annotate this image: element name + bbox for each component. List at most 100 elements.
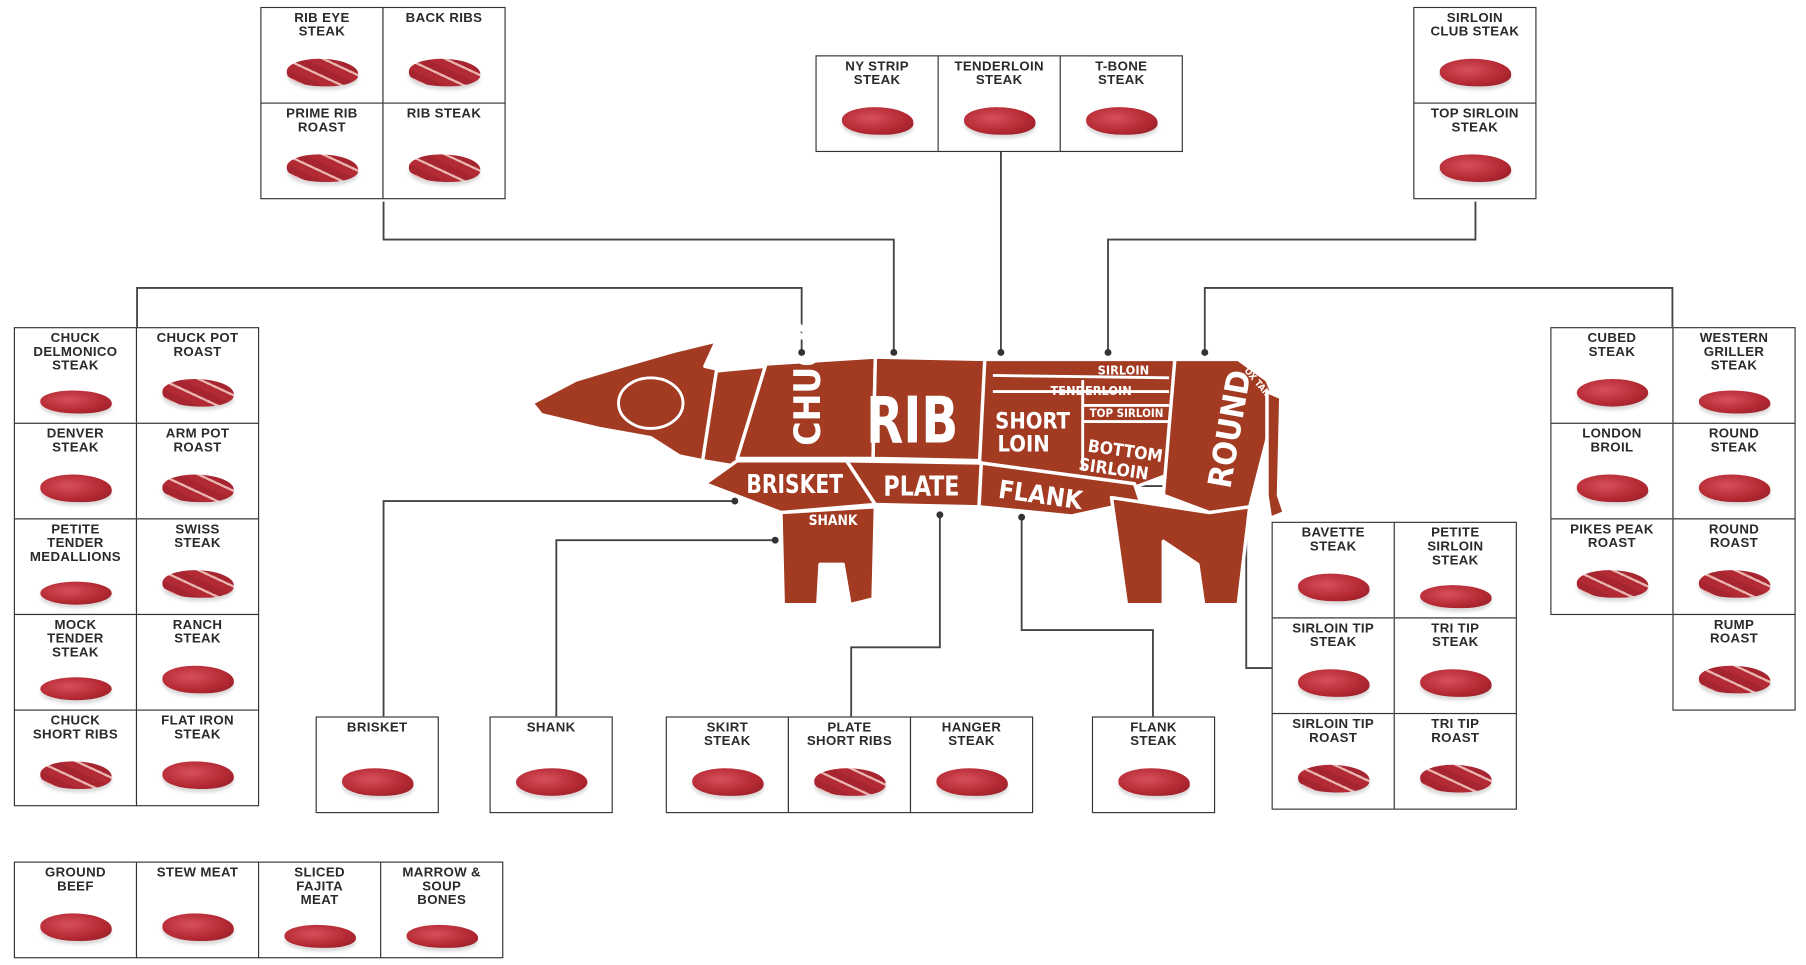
cut-card[interactable]: CUBED STEAK <box>1550 327 1674 424</box>
meat-image <box>284 924 356 948</box>
meat-image <box>692 768 764 796</box>
cut-card[interactable]: BAVETTE STEAK <box>1271 521 1395 619</box>
cow-flank <box>977 461 1143 518</box>
cut-card[interactable]: PETITE TENDER MEDALLIONS <box>13 518 138 616</box>
meat-image <box>162 474 234 503</box>
cut-card[interactable]: MOCK TENDER STEAK <box>13 613 138 711</box>
meat-image <box>40 761 112 789</box>
meat-image <box>1298 669 1370 697</box>
cut-label: ARM POT ROAST <box>165 427 230 455</box>
connector-plate <box>850 514 941 717</box>
cut-card[interactable]: TENDERLOIN STEAK <box>937 55 1061 153</box>
cut-card[interactable]: RIB EYE STEAK <box>260 6 384 104</box>
cut-card[interactable]: STEW MEAT <box>135 861 260 959</box>
cut-card[interactable]: NY STRIP STEAK <box>815 55 939 153</box>
cut-label: STEW MEAT <box>156 866 239 880</box>
cut-card[interactable]: RANCH STEAK <box>135 613 260 711</box>
cut-card[interactable]: RIB STEAK <box>382 102 506 200</box>
meat-image <box>1086 107 1158 135</box>
cut-card[interactable]: SLICED FAJITA MEAT <box>258 861 382 959</box>
cut-label: RUMP ROAST <box>1709 618 1759 647</box>
cut-label: MARROW & SOUP BONES <box>402 866 481 908</box>
cut-card[interactable]: TRI TIP ROAST <box>1393 712 1517 810</box>
cow-label-short-loin: SHORT <box>995 409 1071 434</box>
cut-label: DENVER STEAK <box>46 427 105 455</box>
cut-label: WESTERN GRILLER STEAK <box>1699 331 1769 374</box>
meat-image <box>40 474 112 503</box>
cut-card[interactable]: SIRLOIN TIP STEAK <box>1271 617 1395 715</box>
cut-card[interactable]: BACK RIBS <box>382 6 506 104</box>
meat-image <box>516 768 588 796</box>
cut-card[interactable]: MARROW & SOUP BONES <box>380 861 504 959</box>
cut-card[interactable]: T-BONE STEAK <box>1059 55 1183 153</box>
cut-card[interactable]: LONDON BROIL <box>1550 422 1674 520</box>
cut-card[interactable]: TOP SIRLOIN STEAK <box>1413 102 1537 200</box>
cow-front-legs <box>779 505 878 607</box>
cut-card[interactable]: SIRLOIN TIP ROAST <box>1271 712 1395 810</box>
cut-card[interactable]: DENVER STEAK <box>13 422 138 520</box>
cow-round <box>1161 357 1278 515</box>
meat-image <box>1420 669 1492 697</box>
meat-image <box>1298 764 1370 793</box>
connector-flank <box>1020 517 1154 717</box>
cow-label-sirloin: SIRLOIN <box>1098 362 1149 377</box>
meat-image <box>1576 570 1649 598</box>
cut-card[interactable]: WESTERN GRILLER STEAK <box>1672 327 1796 424</box>
cut-label: ROUND ROAST <box>1708 522 1760 551</box>
cut-card[interactable]: SKIRT STEAK <box>665 716 789 814</box>
cut-card[interactable]: ROUND STEAK <box>1672 422 1796 520</box>
cut-card[interactable]: FLAT IRON STEAK <box>135 709 260 807</box>
cow-label-plate: PLATE <box>883 469 959 502</box>
meat-image <box>1698 665 1771 694</box>
cut-label: PRIME RIB ROAST <box>286 107 358 135</box>
cut-card[interactable]: SHANK <box>489 716 613 814</box>
cut-label: CHUCK DELMONICO STEAK <box>33 331 118 374</box>
cut-card[interactable]: CHUCK DELMONICO STEAK <box>13 327 138 424</box>
meat-image <box>162 570 234 598</box>
cut-label: SIRLOIN TIP STEAK <box>1292 621 1375 650</box>
meat-image <box>814 768 886 796</box>
cut-card[interactable]: CHUCK SHORT RIBS <box>13 709 138 807</box>
cut-label: CUBED STEAK <box>1587 331 1637 360</box>
meat-image <box>40 913 112 942</box>
cut-card[interactable]: SIRLOIN CLUB STEAK <box>1413 6 1537 104</box>
meat-image <box>1439 58 1512 87</box>
meat-image <box>162 761 234 789</box>
meat-image <box>964 107 1036 135</box>
cut-card[interactable]: CHUCK POT ROAST <box>135 327 260 424</box>
cut-label: PETITE SIRLOIN STEAK <box>1427 526 1484 568</box>
cut-label: RANCH STEAK <box>172 618 223 647</box>
meat-image <box>1576 378 1649 407</box>
meat-image <box>1698 570 1771 598</box>
cut-card[interactable]: PIKES PEAK ROAST <box>1550 518 1674 616</box>
cut-card[interactable]: GROUND BEEF <box>13 861 138 959</box>
cut-label: T-BONE STEAK <box>1095 59 1148 88</box>
cut-card[interactable]: PETITE SIRLOIN STEAK <box>1393 521 1517 619</box>
meat-image <box>406 924 478 948</box>
cut-label: SKIRT STEAK <box>704 721 751 749</box>
cut-card[interactable]: PLATE SHORT RIBS <box>787 716 912 814</box>
cut-card[interactable]: ROUND ROAST <box>1672 518 1796 616</box>
cut-label: TRI TIP STEAK <box>1431 621 1480 650</box>
cut-label: LONDON BROIL <box>1582 427 1642 455</box>
meat-image <box>40 390 112 414</box>
cut-label: CHUCK SHORT RIBS <box>32 714 119 742</box>
cut-label: SIRLOIN CLUB STEAK <box>1430 11 1520 40</box>
cut-label: PETITE TENDER MEDALLIONS <box>29 522 121 565</box>
cut-card[interactable]: FLANK STEAK <box>1091 716 1216 814</box>
connector-sirloin <box>1107 201 1477 353</box>
cut-card[interactable]: HANGER STEAK <box>909 716 1034 814</box>
cut-label: BRISKET <box>346 721 408 735</box>
cut-card[interactable]: PRIME RIB ROAST <box>260 102 384 200</box>
cut-label: NY STRIP STEAK <box>845 59 909 88</box>
cut-card[interactable]: RUMP ROAST <box>1672 613 1796 711</box>
cut-card[interactable]: SWISS STEAK <box>135 518 260 616</box>
cow-head <box>530 339 728 463</box>
cut-label: RIB EYE STEAK <box>294 11 350 40</box>
cut-card[interactable]: BRISKET <box>315 716 439 814</box>
cut-card[interactable]: TRI TIP STEAK <box>1393 617 1517 715</box>
meat-image <box>1118 768 1190 796</box>
cow-label-top-sirloin: TOP SIRLOIN <box>1090 406 1164 420</box>
cut-card[interactable]: ARM POT ROAST <box>135 422 260 520</box>
